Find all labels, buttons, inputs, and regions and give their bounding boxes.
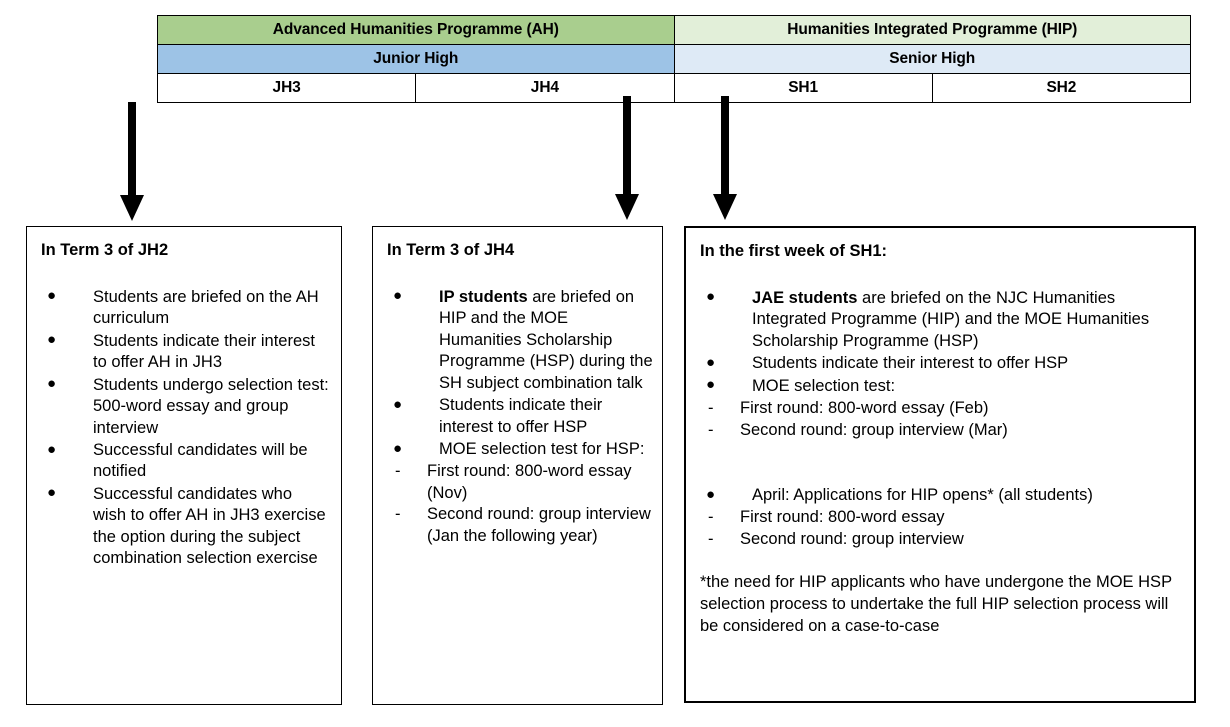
list-item: ● Students indicate their interest to of…	[393, 395, 654, 438]
dash-icon: -	[708, 529, 714, 548]
level-cell-senior-high: Senior High	[673, 44, 1191, 74]
sub-list-item-text: Second round: group interview (Jan the f…	[427, 505, 651, 545]
list-item-text: IP students are briefed on HIP and the M…	[439, 287, 654, 394]
spacer	[686, 441, 1194, 458]
sub-list-item: - First round: 800-word essay (Feb)	[708, 398, 1194, 419]
sub-list-item-text: First round: 800-word essay (Feb)	[740, 399, 989, 418]
sub-list-item: - Second round: group interview (Jan the…	[395, 504, 662, 547]
info-box-jh4: In Term 3 of JH4 ● IP students are brief…	[372, 226, 663, 705]
list-item: ● Students are briefed on the AH curricu…	[47, 287, 329, 330]
list-item-text: MOE selection test:	[752, 376, 896, 395]
level-cell-junior-high: Junior High	[157, 44, 675, 74]
bullet-icon: ●	[706, 376, 716, 394]
arrow-to-jh4-box	[612, 96, 642, 222]
list-item-rest: are briefed on HIP and the MOE Humanitie…	[439, 287, 653, 392]
bullet-icon: ●	[393, 395, 403, 413]
programme-cell-ah: Advanced Humanities Programme (AH)	[157, 15, 675, 45]
list-item-text: Students indicate their interest to offe…	[93, 331, 315, 372]
list-item-bold-lead: JAE students	[752, 288, 858, 307]
list-item-text: Students are briefed on the AH curriculu…	[93, 287, 319, 328]
info-box-sh1: In the first week of SH1: ● JAE students…	[684, 226, 1196, 703]
sub-list-item: - First round: 800-word essay (Nov)	[395, 461, 662, 504]
bullet-icon: ●	[47, 484, 57, 502]
arrow-to-jh2-box	[117, 102, 147, 223]
info-box-sh1-footnote: *the need for HIP applicants who have un…	[700, 573, 1172, 636]
list-item: ● MOE selection test for HSP:	[393, 439, 654, 460]
list-item: ● Successful candidates who wish to offe…	[47, 484, 329, 570]
bullet-icon: ●	[393, 287, 403, 305]
info-box-jh2-bullet-list: ● Students are briefed on the AH curricu…	[47, 287, 329, 570]
sub-list-item-text: First round: 800-word essay	[740, 508, 945, 527]
bullet-icon: ●	[47, 287, 57, 305]
programme-cell-hip: Humanities Integrated Programme (HIP)	[673, 15, 1191, 45]
sub-list-item-text: First round: 800-word essay (Nov)	[427, 462, 632, 502]
list-item: ● Students undergo selection test: 500-w…	[47, 375, 329, 439]
list-item-text: JAE students are briefed on the NJC Huma…	[752, 288, 1186, 352]
list-item-text: MOE selection test for HSP:	[439, 440, 645, 459]
year-cell-jh4: JH4	[415, 73, 675, 103]
list-item: ● JAE students are briefed on the NJC Hu…	[706, 288, 1186, 352]
info-box-sh1-sub-list-1: - First round: 800-word essay (Feb) - Se…	[708, 398, 1194, 441]
bullet-icon: ●	[47, 440, 57, 458]
bullet-icon: ●	[706, 353, 716, 371]
list-item: ● IP students are briefed on HIP and the…	[393, 287, 654, 394]
list-item: ● Students indicate their interest to of…	[47, 331, 329, 374]
list-item-text: Students undergo selection test: 500-wor…	[93, 375, 329, 437]
programme-structure-table: Advanced Humanities Programme (AH) Human…	[156, 15, 1192, 103]
list-item-text: Students indicate their interest to offe…	[439, 396, 603, 436]
sub-list-item-text: Second round: group interview	[740, 529, 964, 548]
arrow-to-sh1-box	[710, 96, 740, 222]
info-box-jh4-title: In Term 3 of JH4	[387, 241, 515, 259]
bullet-icon: ●	[47, 375, 57, 393]
info-box-jh4-sub-list: - First round: 800-word essay (Nov) - Se…	[395, 461, 662, 547]
list-item: ● MOE selection test:	[706, 376, 1186, 397]
dash-icon: -	[708, 508, 714, 527]
list-item: ● Successful candidates will be notified	[47, 440, 329, 483]
sub-list-item: - First round: 800-word essay	[708, 507, 1194, 528]
list-item: ● Students indicate their interest to of…	[706, 353, 1186, 374]
list-item-text: Successful candidates will be notified	[93, 441, 308, 481]
list-item-text: Students indicate their interest to offe…	[752, 354, 1069, 373]
dash-icon: -	[395, 505, 401, 524]
year-cell-jh3: JH3	[156, 73, 417, 103]
sub-list-item: - Second round: group interview	[708, 529, 1194, 550]
dash-icon: -	[708, 399, 714, 418]
list-item: ● April: Applications for HIP opens* (al…	[706, 485, 1186, 506]
info-box-sh1-title: In the first week of SH1:	[700, 242, 888, 260]
sub-list-item-text: Second round: group interview (Mar)	[740, 420, 1008, 439]
dash-icon: -	[708, 420, 714, 439]
sub-list-item: - Second round: group interview (Mar)	[708, 420, 1194, 441]
list-item-text: Successful candidates who wish to offer …	[93, 484, 326, 568]
bullet-icon: ●	[47, 331, 57, 349]
list-item-text: April: Applications for HIP opens* (all …	[752, 486, 1093, 505]
bullet-icon: ●	[393, 439, 403, 457]
list-item-bold-lead: IP students	[439, 287, 528, 306]
info-box-jh2: In Term 3 of JH2 ● Students are briefed …	[26, 226, 342, 705]
info-box-sh1-sub-list-2: - First round: 800-word essay - Second r…	[708, 507, 1194, 550]
info-box-sh1-bullet-list: ● JAE students are briefed on the NJC Hu…	[706, 288, 1186, 397]
year-cell-sh2: SH2	[931, 73, 1192, 103]
info-box-jh2-title: In Term 3 of JH2	[41, 241, 169, 259]
level-row: Junior High Senior High	[157, 44, 1191, 74]
info-box-jh4-bullet-list: ● IP students are briefed on HIP and the…	[393, 287, 654, 461]
list-item-rest: are briefed on the NJC Humanities Integr…	[752, 288, 1150, 350]
dash-icon: -	[395, 462, 401, 481]
info-box-sh1-bullet-list-2: ● April: Applications for HIP opens* (al…	[706, 485, 1186, 506]
programme-row: Advanced Humanities Programme (AH) Human…	[157, 15, 1191, 45]
bullet-icon: ●	[706, 288, 716, 306]
bullet-icon: ●	[706, 485, 716, 503]
year-row: JH3 JH4 SH1 SH2	[156, 73, 1192, 103]
